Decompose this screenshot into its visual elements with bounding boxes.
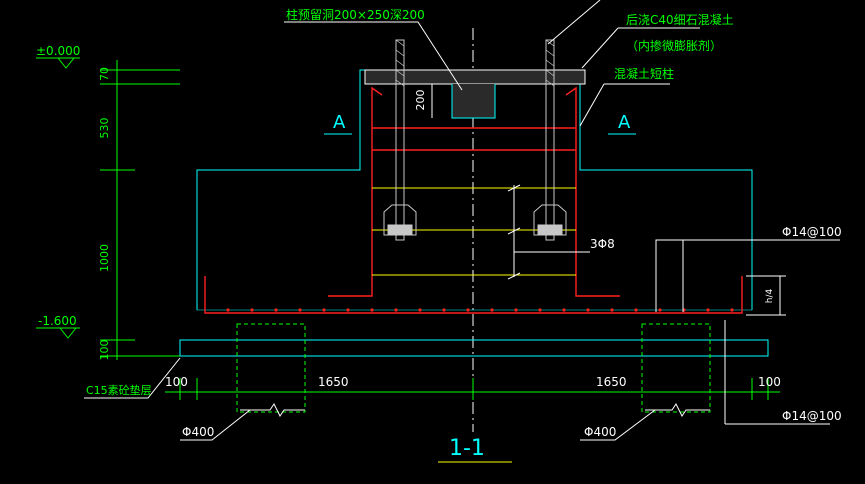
pile-left [236, 323, 306, 413]
elev-marker-bot [59, 327, 77, 339]
pile-leaders [180, 320, 830, 441]
side-h4-dim [746, 275, 786, 316]
dim-530: 530 [98, 118, 111, 139]
elevation-top: ±0.000 [36, 44, 80, 58]
grout-pocket [451, 84, 496, 119]
dim-1000: 1000 [98, 244, 111, 272]
label-3phi8: 3Φ8 [590, 237, 615, 251]
label-column-hole: 柱预留洞200×250深200 [286, 7, 425, 22]
c15-blinding [179, 339, 769, 357]
rebar-top-leader [655, 239, 840, 312]
anchor-bolt-right [533, 39, 567, 241]
dim-100-right: 100 [758, 375, 781, 389]
leaders-top [284, 0, 700, 127]
anchor-bolt-left [383, 39, 417, 241]
dim-70: 70 [98, 67, 111, 81]
c15-leader [84, 357, 181, 399]
label-pile-right: Φ400 [584, 425, 616, 439]
dim-1650-left: 1650 [318, 375, 349, 389]
label-rebar-top: Φ14@100 [782, 225, 842, 239]
left-dim-chain [100, 60, 180, 360]
dim-200: 200 [414, 90, 427, 111]
label-short-column: 混凝土短柱 [614, 66, 674, 81]
elev-marker-top [57, 57, 75, 69]
pile-right [641, 323, 711, 413]
section-mark-a-left: A [333, 112, 346, 133]
dim-100-left: 100 [165, 375, 188, 389]
label-h4: h/4 [765, 288, 775, 303]
rebar-red [204, 86, 743, 314]
label-rebar-bottom: Φ14@100 [782, 409, 842, 423]
dim-100-vertical: 100 [98, 340, 111, 361]
bottom-dim-chain [165, 378, 780, 400]
dim-1650-right: 1650 [596, 375, 627, 389]
label-grout: 后浇C40细石混凝土 [626, 12, 734, 27]
section-mark-a-right: A [618, 112, 631, 133]
section-title: 1-1 [449, 436, 485, 461]
label-c15: C15素砼垫层 [86, 383, 152, 397]
label-pile-left: Φ400 [182, 425, 214, 439]
elevation-bottom: -1.600 [38, 314, 77, 328]
label-grout-note: （内掺微膨胀剂） [626, 38, 722, 53]
rebar-3phi8-dim [507, 184, 590, 280]
